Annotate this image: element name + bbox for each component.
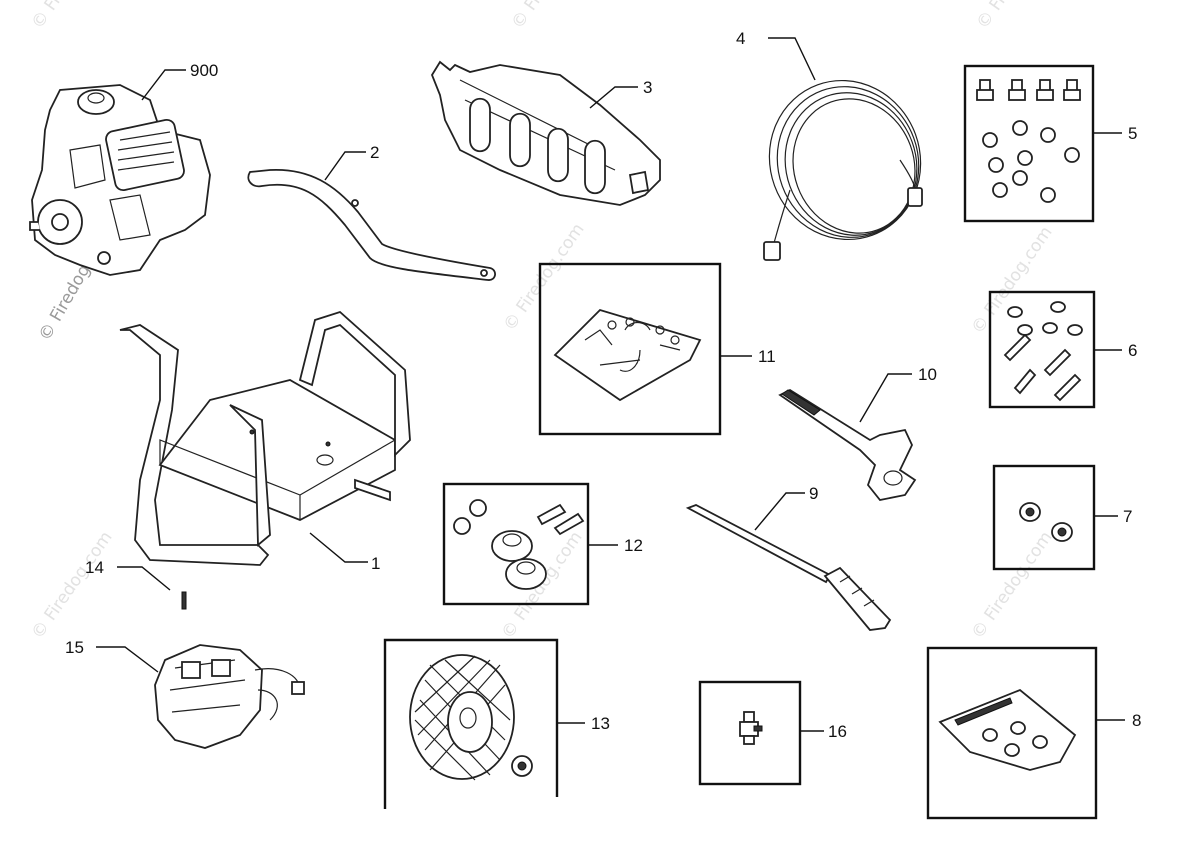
leader-line-14 (117, 566, 171, 591)
leader-line-4 (768, 37, 816, 81)
callout-900: 900 (190, 61, 218, 80)
part-13-box (383, 638, 559, 809)
callout-9: 9 (809, 484, 818, 503)
leader-line-2 (324, 151, 366, 181)
part-12-hardware (453, 499, 585, 590)
part-7-hardware (1019, 502, 1073, 542)
callout-15: 15 (65, 638, 84, 657)
watermark: © Firedog.com (508, 0, 597, 33)
callout-8: 8 (1132, 711, 1141, 730)
part-4-hose (763, 79, 923, 261)
leader-line-10 (859, 373, 912, 423)
part-16-box (698, 680, 802, 786)
watermark: © Firedog.com (28, 528, 117, 643)
part-12-box (442, 482, 590, 606)
watermark: © Firedog.com (500, 220, 589, 335)
part-900-engine (29, 84, 211, 276)
callout-16: 16 (828, 722, 847, 741)
watermark: © Firedog.com (28, 0, 117, 33)
part-11-box (538, 262, 722, 436)
part-9-wand (685, 504, 892, 631)
part-11-kit (553, 308, 702, 402)
part-8-bag (938, 688, 1077, 771)
part-3-console (430, 60, 661, 206)
part-5-hardware (976, 79, 1081, 203)
callout-7: 7 (1123, 507, 1132, 526)
leader-line-3 (589, 86, 638, 109)
callout-3: 3 (643, 78, 652, 97)
part-7-box (992, 464, 1096, 571)
callout-10: 10 (918, 365, 937, 384)
leader-line-15 (96, 646, 159, 673)
part-14-pin (181, 591, 187, 610)
watermark: © Firedog.com (973, 0, 1062, 33)
leader-line-9 (754, 492, 805, 531)
leader-line-900 (141, 69, 186, 101)
part-1-frame (119, 310, 411, 566)
part-15-pump (154, 644, 305, 749)
watermark: © Firedog.com (968, 528, 1057, 643)
callout-5: 5 (1128, 124, 1137, 143)
callout-11: 11 (758, 347, 776, 366)
callout-4: 4 (736, 29, 745, 48)
part-6-hardware (1003, 301, 1083, 402)
part-10-gun (778, 388, 917, 501)
part-16-fitting (739, 711, 763, 745)
part-13-wheel (409, 654, 533, 781)
part-2-handle (247, 169, 496, 281)
callout-1: 1 (371, 554, 380, 573)
part-8-box (926, 646, 1098, 820)
callout-12: 12 (624, 536, 643, 555)
part-5-box (963, 64, 1095, 223)
callout-6: 6 (1128, 341, 1137, 360)
watermark: © Firedog.com (968, 223, 1057, 338)
callout-2: 2 (370, 143, 379, 162)
callout-14: 14 (85, 558, 104, 577)
callout-13: 13 (591, 714, 610, 733)
leader-line-1 (309, 532, 368, 563)
part-6-box (988, 290, 1096, 409)
